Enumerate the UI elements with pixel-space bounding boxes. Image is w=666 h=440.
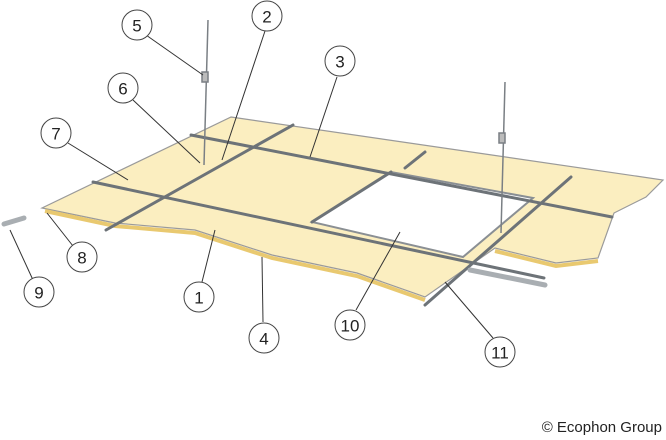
leader-2 xyxy=(221,30,266,161)
hanger-clip-right xyxy=(498,132,506,144)
callout-2: 2 xyxy=(251,0,283,32)
callout-number: 8 xyxy=(77,249,86,268)
leader-10 xyxy=(355,231,401,311)
callout-circle xyxy=(324,45,356,77)
leader-11 xyxy=(444,281,494,339)
callout-5: 5 xyxy=(121,9,153,41)
leader-6 xyxy=(132,99,201,164)
leader-3 xyxy=(309,76,338,158)
cross-tee-middle xyxy=(310,170,393,224)
callout-11: 11 xyxy=(484,336,516,368)
callout-3: 3 xyxy=(324,45,356,77)
callout-number: 9 xyxy=(34,284,43,303)
leader-lines xyxy=(9,30,494,339)
callout-number: 6 xyxy=(118,80,127,99)
panel-edge-right xyxy=(494,249,599,269)
callout-number: 11 xyxy=(491,344,509,363)
callout-circle xyxy=(251,0,283,32)
callout-circle xyxy=(248,322,280,354)
cross-tee-right xyxy=(423,175,573,307)
leader-7 xyxy=(67,142,129,181)
callout-8: 8 xyxy=(66,241,98,273)
callout-circle xyxy=(66,241,98,273)
callout-circle xyxy=(107,72,139,104)
cross-tee-back xyxy=(403,150,427,170)
hanger-clip-left xyxy=(201,71,209,83)
edge-profile xyxy=(467,267,548,288)
callout-1: 1 xyxy=(183,281,215,313)
leader-4 xyxy=(261,256,264,323)
grid-rails xyxy=(1,123,614,307)
callout-circle xyxy=(40,117,72,149)
callout-circle xyxy=(334,309,366,341)
callout-number: 10 xyxy=(341,317,360,336)
callout-6: 6 xyxy=(107,72,139,104)
callout-number: 3 xyxy=(335,53,344,72)
callout-circle xyxy=(183,281,215,313)
leader-9 xyxy=(9,229,34,281)
main-runner-front xyxy=(91,180,546,280)
callout-number: 1 xyxy=(194,289,203,308)
callout-number: 4 xyxy=(259,330,268,349)
callout-9: 9 xyxy=(23,276,55,308)
copyright-text: © Ecophon Group xyxy=(541,419,662,436)
callout-number: 5 xyxy=(132,17,141,36)
callout-number: 7 xyxy=(51,125,60,144)
cross-tee-left xyxy=(104,123,295,232)
leader-1 xyxy=(201,229,216,283)
leader-8 xyxy=(46,212,74,247)
callout-4: 4 xyxy=(248,322,280,354)
panel-edge xyxy=(44,209,426,302)
hangers xyxy=(201,19,506,234)
callout-7: 7 xyxy=(40,117,72,149)
callout-10: 10 xyxy=(334,309,366,341)
loose-profile xyxy=(1,215,27,227)
callout-circle xyxy=(23,276,55,308)
hanger-rod-left xyxy=(203,19,209,166)
leader-5 xyxy=(145,34,204,76)
callouts: 1 2 3 4 5 6 7 8 9 10 11 xyxy=(23,0,516,368)
callout-number: 2 xyxy=(262,8,271,27)
hanger-rod-right xyxy=(500,81,506,234)
callout-circle xyxy=(121,9,153,41)
callout-circle xyxy=(484,336,516,368)
